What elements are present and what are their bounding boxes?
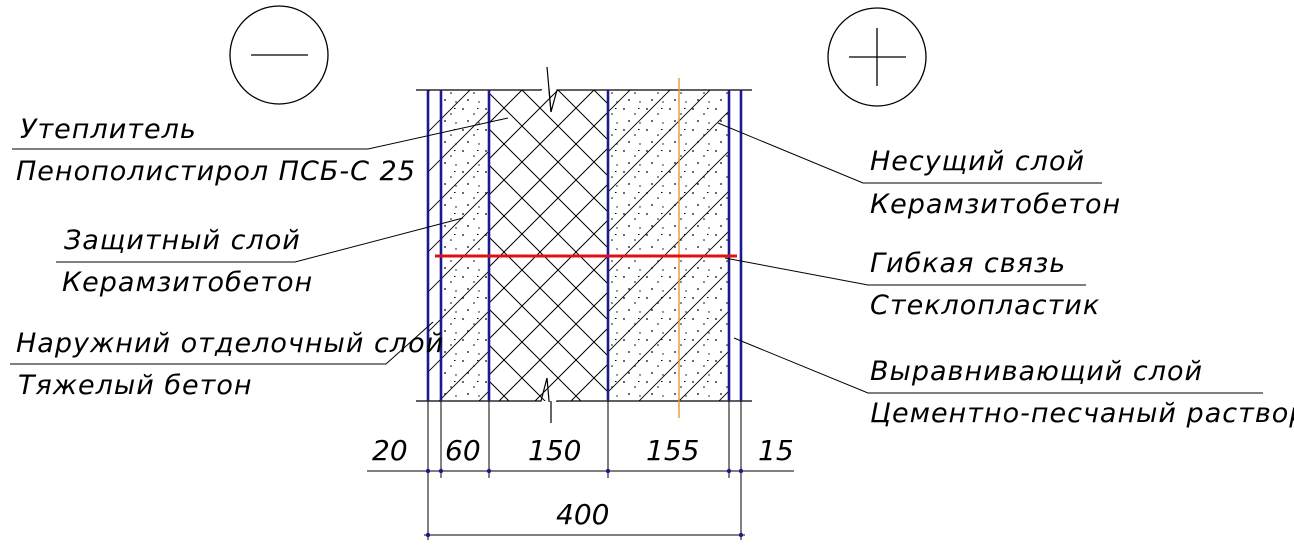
callout-title: Защитный слой [64, 225, 301, 256]
section-edges [416, 60, 752, 424]
callout-leveling: Выравнивающий слой Цементно-песчаный рас… [870, 356, 1294, 429]
minus-sign [229, 5, 329, 105]
dim-label-outer-finish: 20 [372, 434, 408, 467]
callout-bearing: Несущий слой Керамзитобетон [870, 146, 1121, 220]
layer-dimension-line [367, 401, 794, 478]
leaders-left [10, 117, 509, 365]
leveling-layer [729, 90, 741, 401]
dimension-labels: 20 60 150 155 15 400 [372, 434, 794, 531]
callout-material: Стеклопластик [870, 290, 1100, 321]
callout-title: Выравнивающий слой [870, 356, 1203, 387]
leaders-right [717, 122, 1263, 394]
plus-sign [827, 7, 927, 107]
dim-label-insulation: 150 [528, 434, 581, 467]
dim-label-bearing: 155 [646, 434, 699, 467]
callout-insulation: Утеплитель Пенополистирол ПСБ-С 25 [16, 114, 416, 187]
protective-layer-dots [441, 90, 489, 401]
callout-material: Пенополистирол ПСБ-С 25 [16, 156, 416, 187]
callout-material: Керамзитобетон [870, 189, 1121, 220]
total-dimension-line [424, 478, 745, 540]
callout-title: Гибкая связь [870, 248, 1066, 279]
wall-layers [428, 90, 741, 401]
dim-label-protective: 60 [445, 434, 481, 467]
callout-flexible-tie: Гибкая связь Стеклопластик [870, 248, 1100, 321]
dim-label-total: 400 [556, 498, 609, 531]
layer-boundaries [426, 90, 743, 401]
total-dimension-ticks [425, 532, 744, 538]
dimension-ticks [425, 468, 744, 474]
callout-material: Керамзитобетон [62, 267, 313, 298]
callout-material: Цементно-песчаный раствор [870, 398, 1294, 429]
callout-protective: Защитный слой Керамзитобетон [62, 225, 313, 298]
bearing-layer-dots [608, 90, 729, 401]
callout-outer-finish: Наружний отделочный слой Тяжелый бетон [16, 328, 444, 401]
callout-title: Наружний отделочный слой [16, 328, 444, 359]
callout-material: Тяжелый бетон [18, 370, 253, 401]
callout-title: Несущий слой [870, 146, 1085, 177]
dim-label-leveling: 15 [758, 434, 794, 467]
callout-title: Утеплитель [20, 114, 197, 145]
insulation-layer [489, 90, 608, 401]
